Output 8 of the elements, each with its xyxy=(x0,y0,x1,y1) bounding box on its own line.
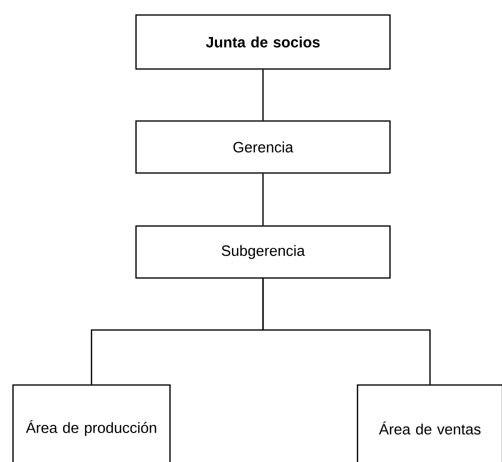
org-box: Junta de socios xyxy=(135,14,391,70)
connector-line xyxy=(262,278,431,384)
org-box: Área de ventas xyxy=(356,384,502,462)
org-box: Subgerencia xyxy=(135,225,391,279)
org-box: Gerencia xyxy=(135,120,391,174)
org-box: Área de producción xyxy=(12,384,171,462)
connector-line xyxy=(262,174,264,226)
connector-line xyxy=(262,70,264,120)
